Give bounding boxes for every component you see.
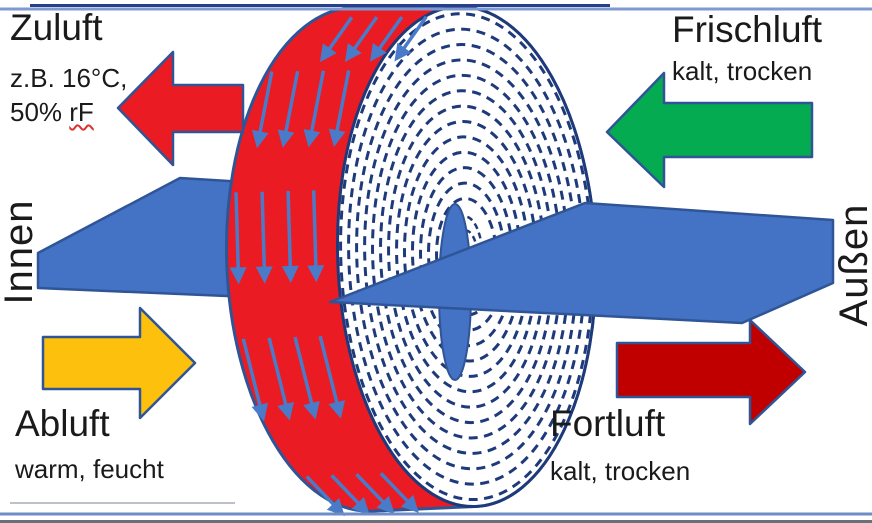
abluft-flow-arrow: [41, 306, 197, 420]
zuluft-condition-1: z.B. 16°C,: [10, 63, 128, 93]
rotation-arrow-head: [344, 43, 362, 62]
abluft-title: Abluft: [15, 403, 110, 444]
rotation-arrow-shaft: [282, 70, 300, 141]
rotation-arrow-head: [229, 267, 247, 285]
fortluft-flow-arrow: [615, 318, 807, 426]
rotation-arrow-head: [303, 129, 321, 148]
rotation-arrows: [229, 15, 428, 517]
abluft-subtitle: warm, feucht: [15, 454, 164, 484]
zuluft-humidity-value: 50%: [10, 97, 70, 127]
rotation-arrow-shaft: [256, 71, 274, 141]
fortluft-title: Fortluft: [550, 403, 666, 444]
rotation-arrow-head: [351, 496, 370, 516]
rotation-arrow-head: [281, 265, 299, 283]
rotation-arrow-head: [328, 128, 346, 148]
rotation-arrow-shaft: [293, 336, 316, 413]
innen-label: Innen: [0, 199, 41, 305]
rotation-arrow-head: [251, 402, 269, 422]
rotation-arrow-head: [376, 495, 395, 515]
rotation-arrow-head: [328, 400, 346, 419]
fortluft-subtitle: kalt, trocken: [550, 456, 691, 486]
rotation-arrow-shaft: [333, 70, 351, 140]
air-plane-right: [328, 201, 835, 325]
zuluft-humidity-unit: rF: [69, 97, 94, 127]
rotation-arrow-shaft: [318, 335, 341, 412]
rotation-arrow-head: [251, 129, 269, 149]
rotation-arrow-head: [394, 42, 412, 62]
rotation-arrow-head: [303, 400, 320, 420]
zuluft-title: Zuluft: [10, 7, 103, 48]
rotation-arrow-shaft: [311, 190, 318, 275]
rotation-arrow-head: [326, 498, 345, 517]
rotation-arrow-shaft: [234, 192, 241, 277]
rotation-arrow-head: [369, 42, 387, 62]
rotation-arrow-head: [400, 494, 419, 513]
rotation-arrow-shaft: [241, 338, 264, 415]
zuluft-flow-arrow: [116, 50, 245, 167]
rotation-arrow-head: [277, 129, 295, 148]
frischluft-title: Frischluft: [672, 9, 823, 50]
frischluft-subtitle: kalt, trocken: [672, 56, 813, 86]
rotation-arrow-head: [277, 401, 294, 421]
rotation-arrow-shaft: [260, 191, 267, 276]
rotation-arrow-head: [307, 265, 325, 283]
rotation-arrow-head: [255, 266, 273, 284]
aussen-label: Außen: [831, 203, 872, 327]
rotation-arrow-shaft: [308, 70, 326, 140]
rotation-arrow-shaft: [286, 190, 293, 276]
frischluft-flow-arrow: [605, 71, 814, 189]
zuluft-condition-2: 50% rF: [10, 98, 94, 127]
rotation-arrow-shaft: [267, 337, 290, 414]
rotation-arrow-head: [319, 43, 337, 63]
